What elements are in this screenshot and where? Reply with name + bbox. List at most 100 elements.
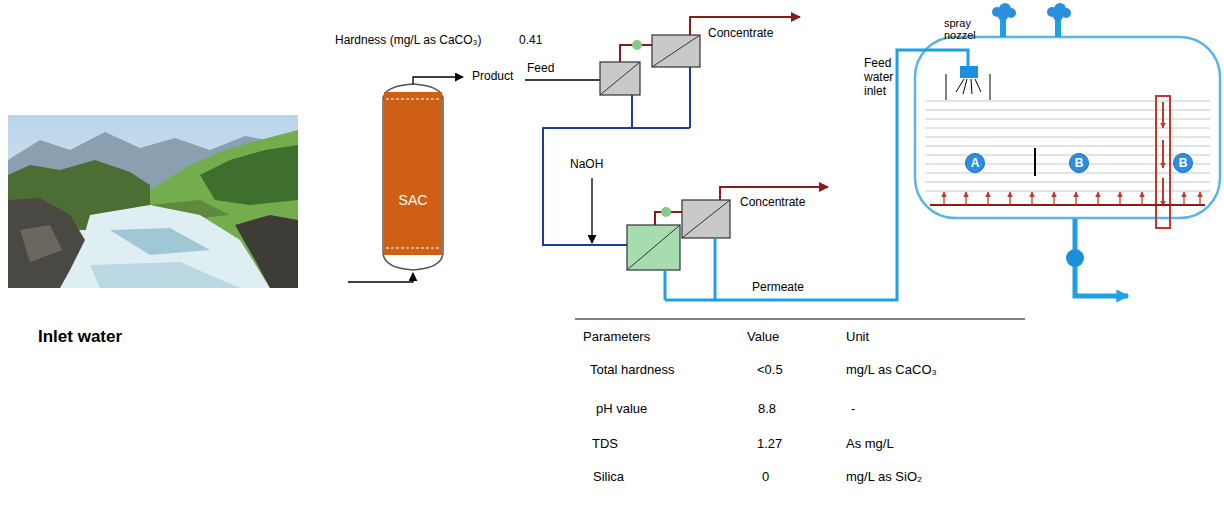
permeate-pipe [665, 50, 968, 300]
steam-arrow [1119, 192, 1120, 205]
steam-arrow [943, 192, 944, 205]
node-text: A [971, 157, 980, 169]
steam-arrow [1009, 192, 1010, 205]
tray-line [925, 101, 1210, 102]
table-cell: mg/L as CaCO₃ [846, 363, 937, 378]
table-cell: Silica [593, 470, 624, 485]
downcomer [1156, 96, 1170, 228]
steam-arrow [1183, 192, 1184, 205]
table-cell: TDS [592, 437, 618, 452]
ro-membrane [627, 225, 680, 270]
steam-arrow [1053, 192, 1054, 205]
table-cell: <0.5 [757, 363, 783, 378]
spray-lines [956, 79, 981, 94]
ion-exchange-column: SAC [383, 92, 443, 252]
membrane-line [600, 62, 640, 95]
spec-value: 0.41 [519, 34, 542, 48]
steam-arrow [1031, 192, 1032, 205]
table-cell: Total hardness [590, 363, 675, 378]
node-text: SAC [399, 192, 428, 208]
river-photo [8, 115, 298, 288]
rocks [235, 215, 298, 288]
table-cell: pH value [596, 402, 647, 417]
rock-highlight [20, 225, 62, 262]
tray-line [925, 146, 1210, 147]
zone-marker: B [1069, 153, 1089, 173]
zone-circle-shape [1070, 154, 1089, 173]
steam-arrow [1097, 192, 1098, 205]
spray-baffle [946, 74, 990, 100]
tray-line [925, 110, 1210, 111]
stream-label: Permeate [752, 281, 804, 295]
source-photo: Inlet water [8, 115, 298, 355]
membrane-line [652, 35, 700, 67]
node-text: Inlet water [38, 327, 122, 347]
product-pipe [413, 77, 463, 84]
resin-screen [386, 247, 440, 248]
node-text: B [1179, 157, 1188, 169]
cloud-puff [998, 11, 1008, 21]
zone-marker: B [1173, 153, 1193, 173]
membrane-line [682, 200, 730, 238]
zone-circle-shape [966, 154, 985, 173]
stream-label: Feed water inlet [864, 57, 893, 98]
table-cell: mg/L as SiO₂ [846, 470, 922, 485]
table-cell: 1.27 [757, 437, 782, 452]
dosing-arrow [591, 178, 592, 243]
inlet-pipe [348, 273, 413, 282]
steam-arrows [944, 192, 1200, 205]
steam-arrow [1141, 192, 1142, 205]
vent-pipe [1003, 17, 1058, 37]
steam-arrow [1199, 192, 1200, 205]
table-cell: As mg/L [846, 437, 894, 452]
feed-pipe [525, 79, 600, 81]
table-header: Parameters [583, 330, 650, 345]
booster-pump [632, 40, 642, 50]
tray-line [925, 173, 1210, 174]
flow-arrow [1162, 178, 1164, 206]
ro-membrane [600, 62, 640, 95]
vent-cloud [992, 3, 1071, 21]
steam-distributor [930, 204, 1205, 206]
booster-pump [661, 207, 671, 217]
stream-label: Concentrate [708, 27, 773, 41]
zone-circle-shape [1174, 154, 1193, 173]
steam-arrow [1075, 192, 1076, 205]
deaerator-tank [915, 37, 1220, 218]
spec-note: Hardness (mg/L as CaCO₃) [335, 34, 481, 48]
flow-arrow [1162, 140, 1164, 168]
callout-label: spray nozzel [944, 17, 976, 41]
tray-line [925, 155, 1210, 156]
tree-line [200, 145, 298, 205]
cloud-puff [1053, 11, 1063, 21]
stream-label: Product [472, 70, 513, 84]
ro-membrane [652, 35, 700, 67]
table-cell: 0 [762, 470, 769, 485]
stream-label: Feed [527, 62, 554, 76]
ro-membrane [682, 200, 730, 238]
sky [8, 115, 298, 288]
membrane-line [627, 225, 680, 270]
tray-line [925, 128, 1210, 129]
table-header: Value [747, 330, 779, 345]
stream-label: Concentrate [740, 196, 805, 210]
river-ripple [90, 262, 240, 288]
resin-bed [384, 92, 442, 255]
table-header: Unit [846, 330, 869, 345]
river-ripple [110, 228, 210, 255]
tray-line [925, 191, 1210, 192]
steam-arrow [987, 192, 988, 205]
spray-nozzle [960, 66, 978, 78]
tray-line [925, 137, 1210, 138]
steam-arrow [965, 192, 966, 205]
node-text: B [1075, 157, 1084, 169]
column-shell [383, 84, 443, 270]
chemical-label: NaOH [570, 158, 603, 172]
flow-arrow [1162, 102, 1164, 128]
table-cell: 8.8 [758, 402, 776, 417]
rocks [8, 198, 85, 288]
zone-marker: A [965, 153, 985, 173]
tray-lines [925, 101, 1210, 191]
table-rule [575, 319, 1025, 320]
